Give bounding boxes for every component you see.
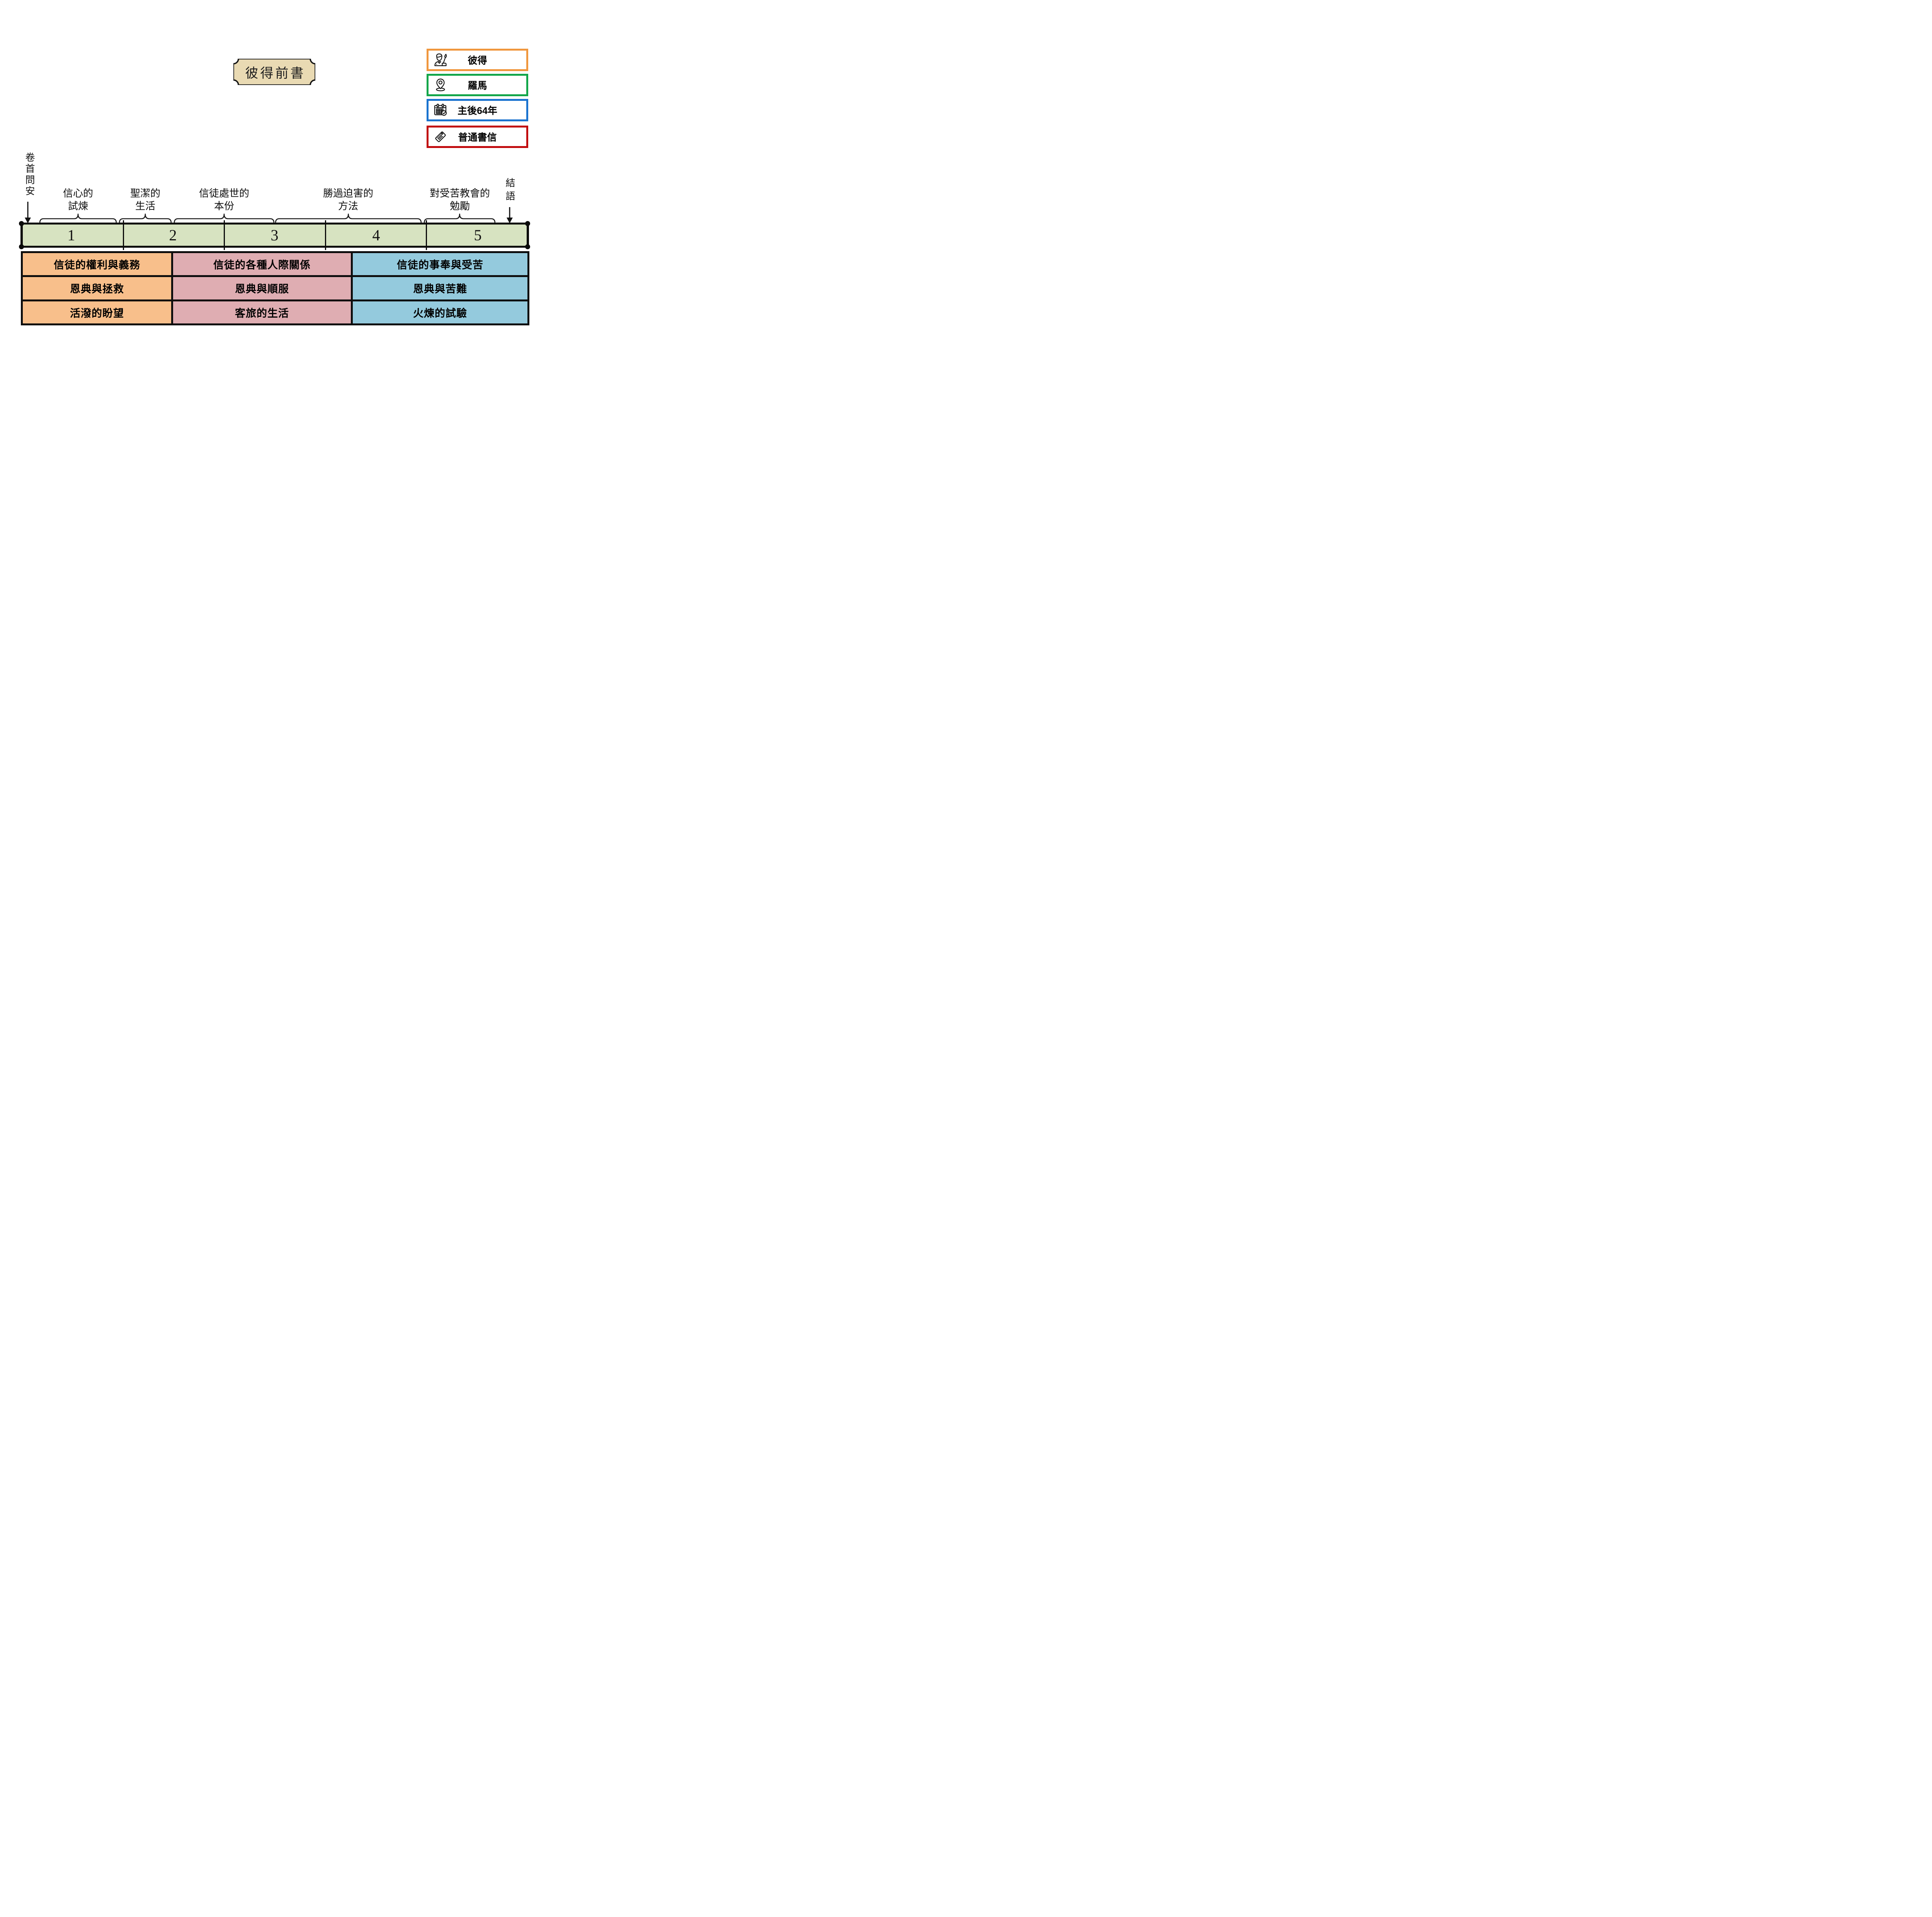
- table-cell: 恩典與苦難: [353, 277, 527, 299]
- info-box-place-label: 羅馬: [468, 80, 487, 91]
- brace-icon: [119, 213, 172, 223]
- outline-table: 信徒的權利與義務 信徒的各種人際關係 信徒的事奉與受苦 恩典與拯救 恩典與順服 …: [21, 251, 529, 325]
- chapter-divider: [426, 220, 427, 250]
- brace-icon: [174, 213, 274, 223]
- section-label-3-line2: 本份: [214, 200, 234, 212]
- table-cell: 活潑的盼望: [23, 301, 171, 323]
- info-box-genre: 普通書信: [427, 126, 528, 148]
- section-label-4: 勝過迫害的 方法: [290, 187, 406, 213]
- diagram-canvas: 彼得前書 彼得 羅馬: [0, 0, 542, 383]
- info-box-date-label: 主後64年: [457, 105, 497, 116]
- brace-icon: [424, 213, 495, 223]
- page-title: 彼得前書: [245, 66, 306, 81]
- chapter-number-5: 5: [474, 226, 482, 244]
- section-label-5: 對受苦教會的 勉勵: [402, 187, 518, 213]
- chapter-divider: [123, 220, 124, 250]
- info-box-author-label: 彼得: [468, 55, 487, 66]
- table-cell: 信徒的事奉與受苦: [353, 253, 527, 276]
- table-cell: 恩典與拯救: [23, 277, 171, 299]
- table-cell: 恩典與順服: [173, 277, 351, 299]
- tag-icon: [435, 131, 446, 142]
- section-label-2-line1: 聖潔的: [130, 187, 160, 199]
- section-label-5-line1: 對受苦教會的: [429, 187, 490, 199]
- bar-endpoint-dot: [525, 221, 530, 226]
- closing-label: 結語: [504, 178, 515, 204]
- bar-endpoint-dot: [19, 221, 24, 226]
- section-label-3: 信徒處世的 本份: [166, 187, 282, 213]
- calendar-icon: [434, 104, 447, 116]
- opening-label: 卷首問安: [24, 152, 35, 197]
- title-plaque: 彼得前書: [233, 59, 315, 85]
- section-label-4-line2: 方法: [338, 200, 358, 212]
- chapter-divider: [325, 220, 326, 250]
- section-label-1-line1: 信心的: [63, 187, 93, 199]
- chapter-number-1: 1: [67, 226, 75, 244]
- section-label-5-line2: 勉勵: [449, 200, 470, 212]
- down-arrow-icon: [507, 207, 513, 223]
- bar-endpoint-dot: [19, 244, 24, 249]
- info-box-genre-label: 普通書信: [458, 132, 497, 143]
- chapter-divider: [224, 220, 225, 250]
- location-icon: [436, 78, 445, 92]
- brace-icon: [275, 213, 422, 223]
- down-arrow-icon: [25, 202, 31, 223]
- table-cell: 信徒的權利與義務: [23, 253, 171, 276]
- section-label-4-line1: 勝過迫害的: [323, 187, 373, 199]
- section-label-1: 信心的 試煉: [20, 187, 136, 213]
- chapter-number-3: 3: [270, 226, 279, 244]
- chapter-number-2: 2: [169, 226, 177, 244]
- table-cell: 信徒的各種人際關係: [173, 253, 351, 276]
- brace-icon: [39, 213, 117, 223]
- info-box-author: 彼得: [427, 49, 528, 71]
- info-box-date: 主後64年: [427, 99, 528, 121]
- bar-endpoint-dot: [525, 244, 530, 249]
- chapter-bar: [20, 223, 529, 248]
- table-cell: 火煉的試驗: [353, 301, 527, 323]
- author-icon: [434, 53, 447, 66]
- chapter-number-4: 4: [372, 226, 380, 244]
- section-label-2-line2: 生活: [135, 200, 155, 212]
- section-label-3-line1: 信徒處世的: [199, 187, 249, 199]
- section-label-1-line2: 試煉: [68, 200, 88, 212]
- table-cell: 客旅的生活: [173, 301, 351, 323]
- info-box-place: 羅馬: [427, 74, 528, 96]
- section-label-2: 聖潔的 生活: [87, 187, 203, 213]
- plaque-shape: [233, 59, 315, 85]
